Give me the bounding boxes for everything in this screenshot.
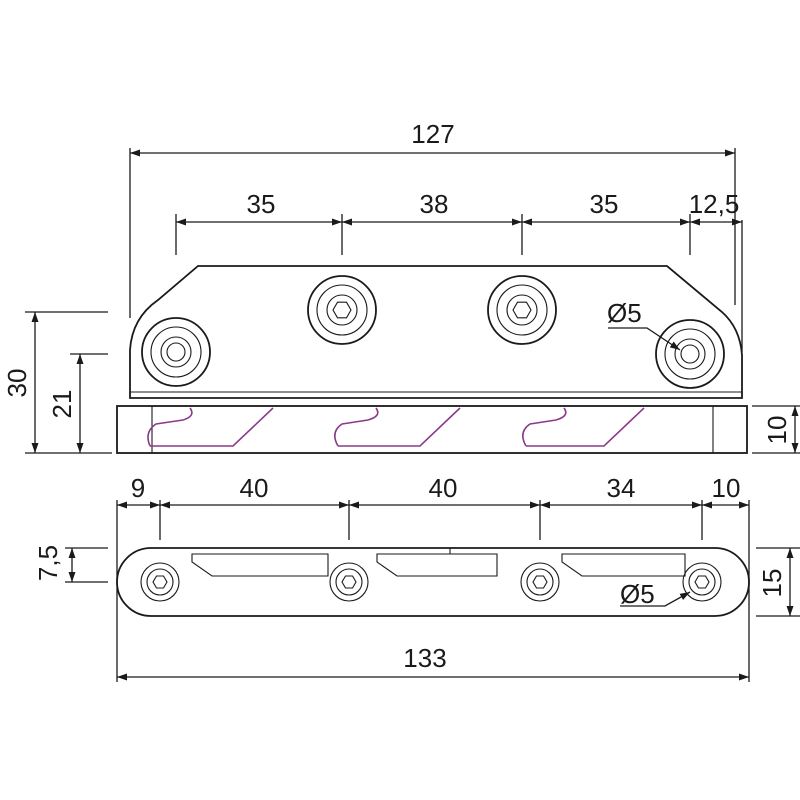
dim-slot-offset: 7,5 bbox=[33, 545, 63, 581]
bottom-hole-1 bbox=[140, 562, 180, 602]
dim-overall-width: 127 bbox=[411, 119, 454, 149]
bottom-hole-2 bbox=[329, 562, 369, 602]
slots bbox=[191, 548, 686, 577]
screw-hole-2 bbox=[307, 275, 377, 345]
dim-hole-diameter-top: Ø5 bbox=[607, 298, 642, 328]
dim-hole-height: 21 bbox=[47, 390, 77, 419]
screw-hole-3 bbox=[487, 275, 557, 345]
dim-plate-height: 15 bbox=[757, 569, 787, 598]
dim-spacing-3: 35 bbox=[590, 189, 619, 219]
dim-bottom-spacing-3: 34 bbox=[607, 473, 636, 503]
dim-spacing-2: 38 bbox=[420, 189, 449, 219]
dim-base-height: 10 bbox=[762, 416, 792, 445]
dim-hole-diameter-bottom: Ø5 bbox=[620, 579, 655, 609]
dim-bottom-spacing-1: 40 bbox=[240, 473, 269, 503]
dim-right-offset: 10 bbox=[712, 473, 741, 503]
screw-hole-4 bbox=[655, 319, 725, 389]
top-view: 127 35 38 35 12,5 30 21 10 Ø5 bbox=[2, 119, 800, 454]
bottom-hole-3 bbox=[520, 562, 560, 602]
dim-spacing-1: 35 bbox=[247, 189, 276, 219]
bottom-view: 9 40 40 34 10 7,5 15 133 Ø5 bbox=[33, 473, 800, 682]
dim-left-offset: 9 bbox=[131, 473, 145, 503]
screw-hole-1 bbox=[141, 317, 211, 387]
bottom-hole-4 bbox=[682, 562, 722, 602]
base-strip bbox=[116, 405, 748, 454]
upper-plate bbox=[129, 265, 743, 399]
dim-bottom-spacing-2: 40 bbox=[429, 473, 458, 503]
dim-total-height: 30 bbox=[2, 369, 32, 398]
hook-shapes bbox=[147, 407, 645, 447]
dim-overall-length: 133 bbox=[403, 643, 446, 673]
dim-end-offset: 12,5 bbox=[689, 189, 740, 219]
